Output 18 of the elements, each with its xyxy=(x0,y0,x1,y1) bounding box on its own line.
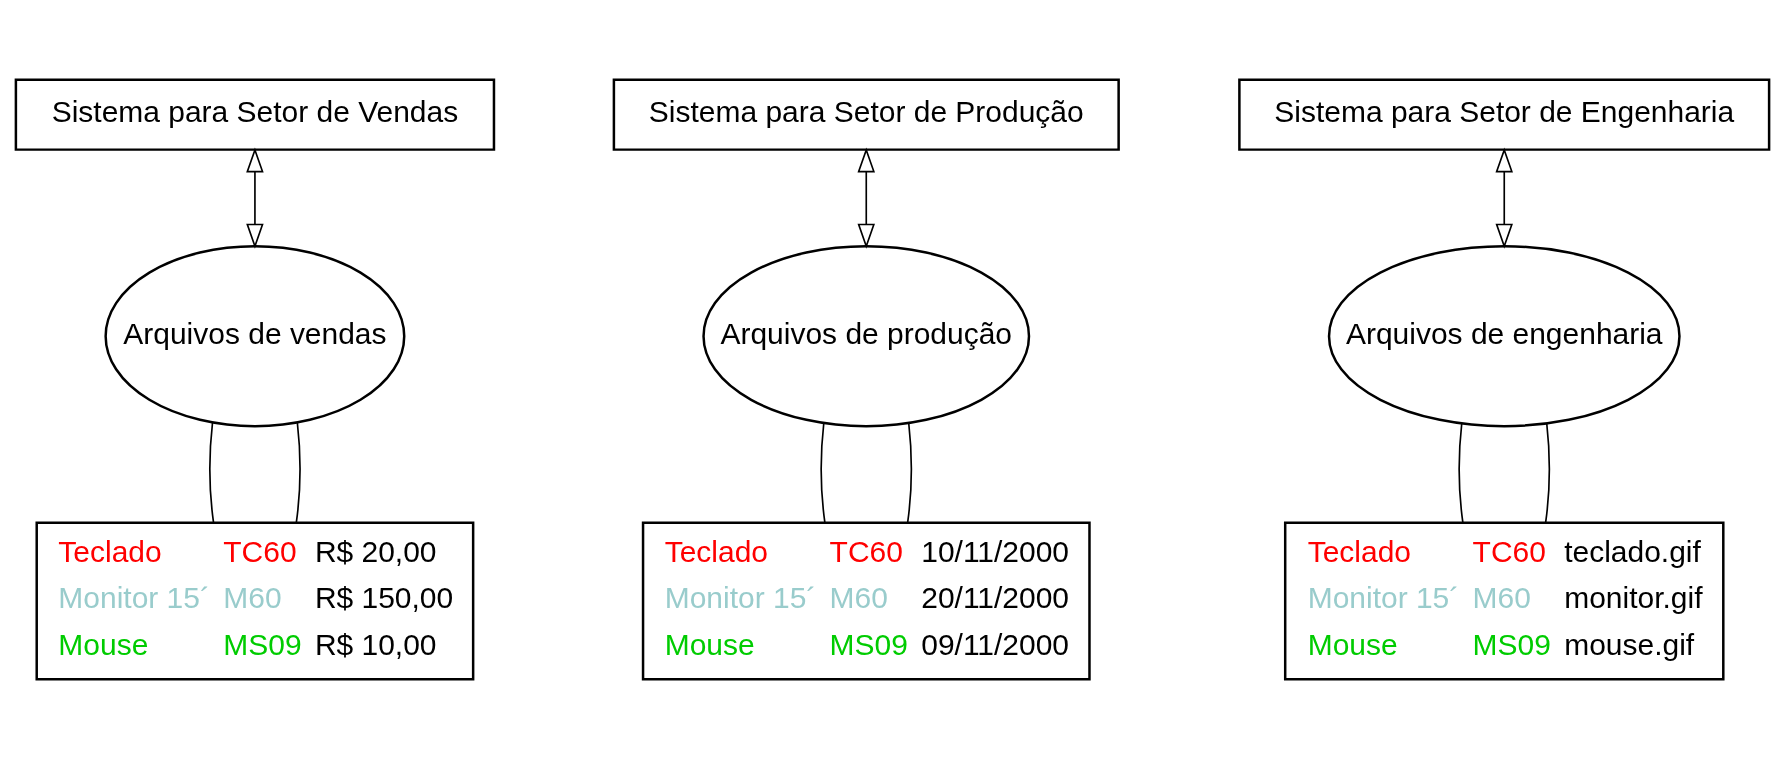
arrow xyxy=(1495,147,1513,249)
node-box: Teclado TC60 teclado.gif Monitor 15´ M60 monitor.gif Mouse MS09 mouse.gif xyxy=(1283,521,1725,681)
node-box: Teclado TC60 R$ 20,00 Monitor 15´ M60 R$ 150,00 Mouse MS09 R$ 10,00 xyxy=(35,521,475,681)
connector xyxy=(209,421,215,524)
connector xyxy=(906,422,913,524)
node-box: Sistema para Setor de Engenharia xyxy=(1238,78,1771,151)
connector xyxy=(820,422,826,524)
connector xyxy=(295,421,301,524)
node-ellipse: Arquivos de produção xyxy=(702,245,1031,428)
connector xyxy=(1458,422,1464,524)
node-ellipse: Arquivos de vendas xyxy=(104,245,406,428)
arrow xyxy=(246,147,264,249)
connector xyxy=(1544,422,1551,524)
node-box: Teclado TC60 10/11/2000 Monitor 15´ M60 20/11/2000 Mouse MS09 09/11/2000 xyxy=(641,521,1091,681)
arrow xyxy=(857,147,875,249)
node-box: Sistema para Setor de Produção xyxy=(612,78,1120,151)
node-ellipse: Arquivos de engenharia xyxy=(1327,245,1681,428)
node-box: Sistema para Setor de Vendas xyxy=(14,78,496,151)
